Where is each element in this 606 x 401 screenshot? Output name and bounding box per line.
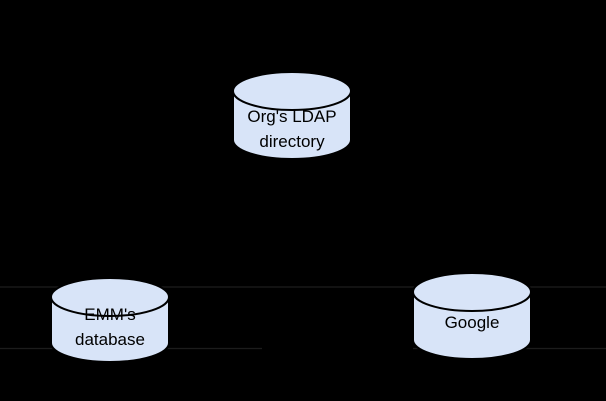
google-cylinder-top-ellipse	[412, 272, 532, 312]
emm-label-line2: database	[75, 330, 145, 349]
emm-label-line1: EMM's	[84, 305, 135, 324]
emm-cylinder-top-ellipse	[50, 277, 170, 317]
emm-cylinder: EMM's database	[50, 277, 170, 363]
google-label-line1: Google	[445, 313, 500, 332]
ldap-cylinder-top-ellipse	[232, 71, 352, 111]
ldap-label-line1: Org's LDAP	[247, 107, 336, 126]
ldap-label-line2: directory	[259, 132, 325, 151]
google-cylinder: Google	[412, 272, 532, 360]
ldap-cylinder: Org's LDAP directory	[232, 71, 352, 160]
